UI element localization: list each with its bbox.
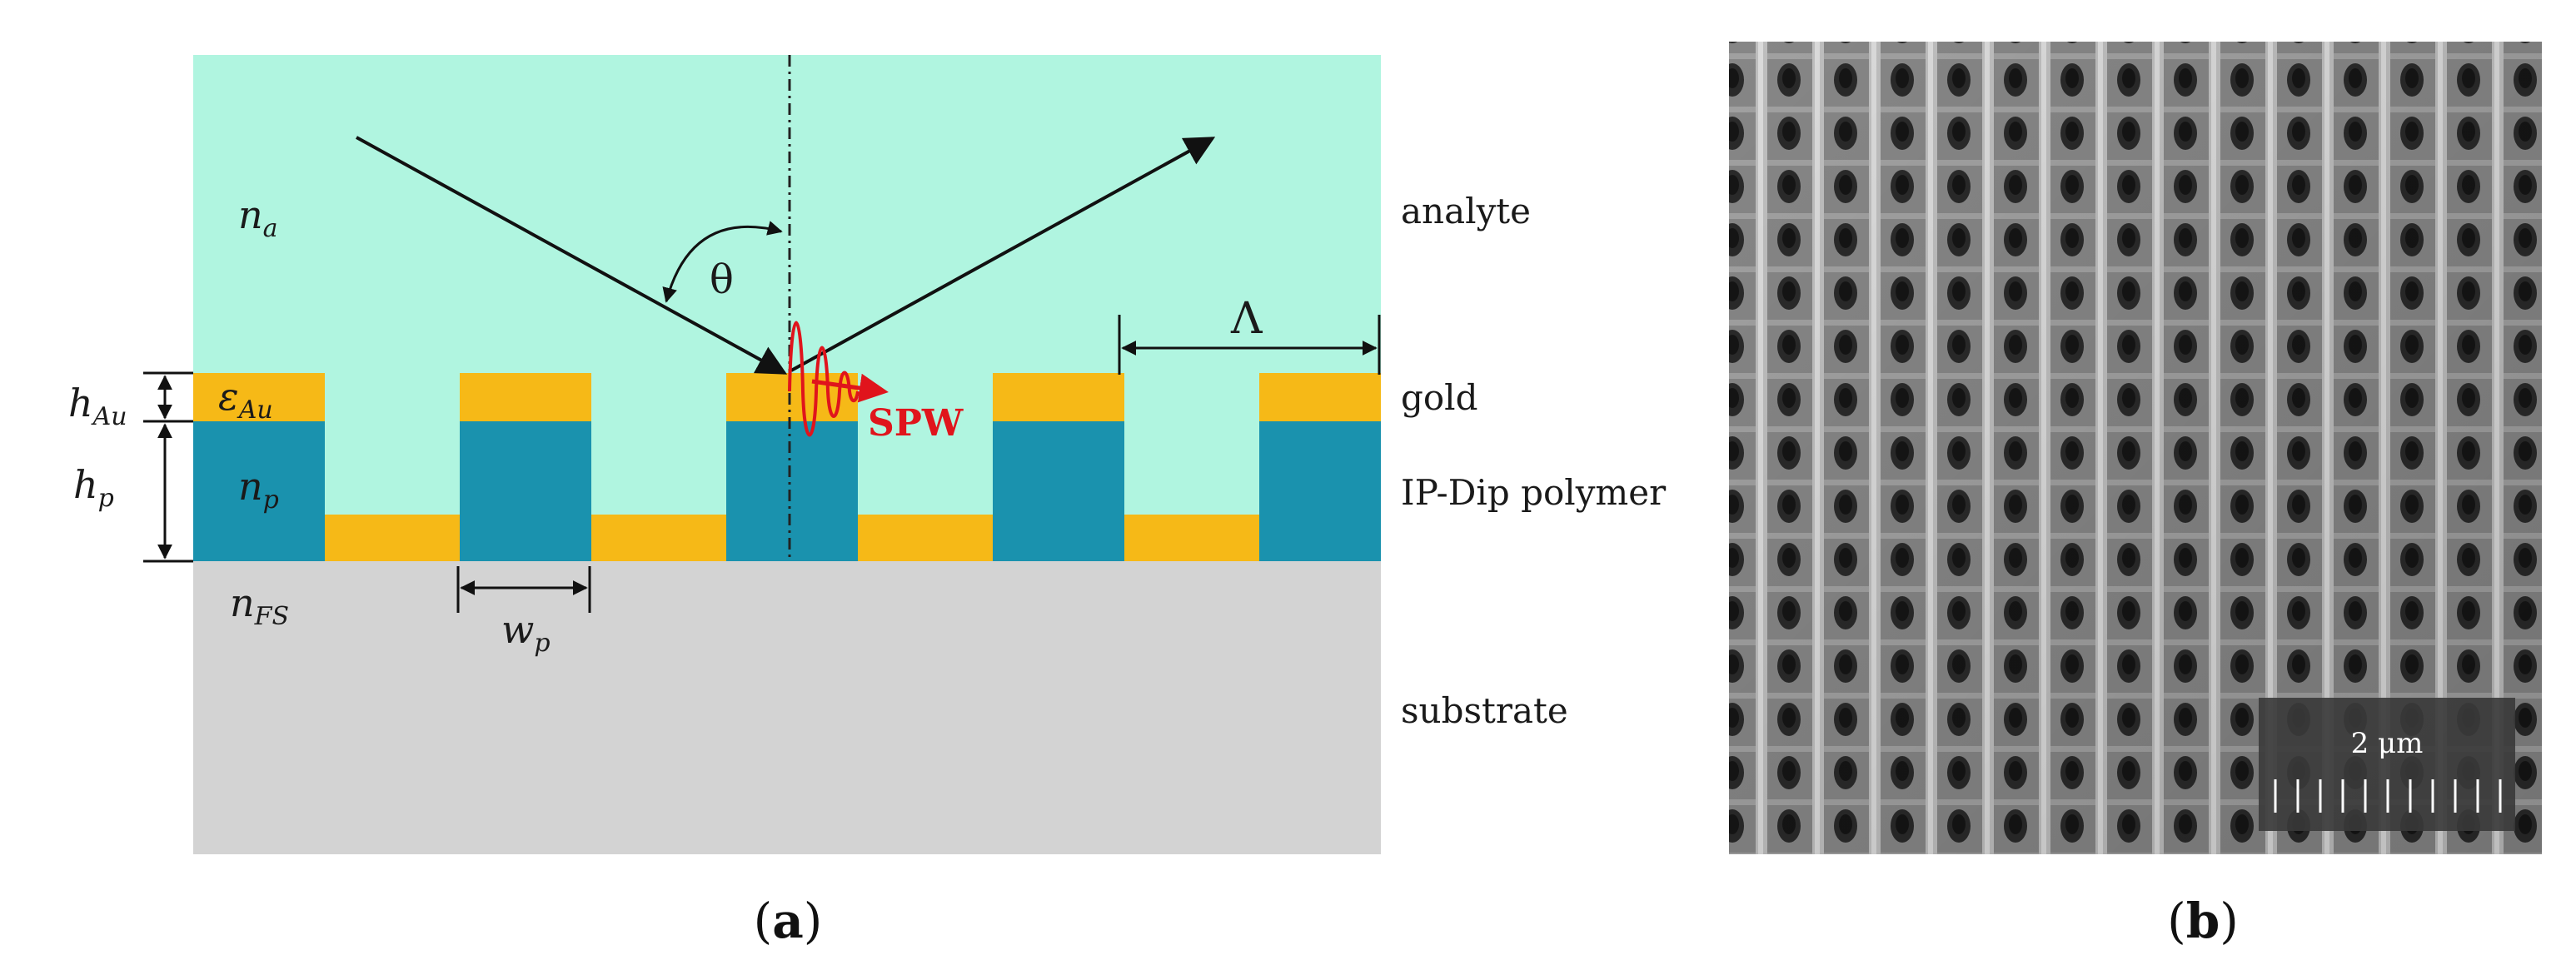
w-p-symbol: wp bbox=[501, 607, 551, 658]
incident-ray bbox=[356, 136, 788, 375]
reflected-ray bbox=[790, 137, 1216, 372]
period-symbol: Λ bbox=[1230, 294, 1263, 344]
n-p-symbol: np bbox=[238, 464, 279, 515]
polymer-pillar bbox=[726, 421, 858, 561]
scale-bar-label: 2 μm bbox=[2351, 727, 2424, 760]
h-p-symbol: hp bbox=[73, 462, 114, 513]
polymer-label: IP-Dip polymer bbox=[1401, 472, 1667, 513]
n-fs-symbol: nFS bbox=[230, 580, 289, 631]
panel-b: 2 μm (b) bbox=[1729, 42, 2542, 949]
panel-a-label: (a) bbox=[754, 893, 823, 949]
gold-floor bbox=[1124, 515, 1259, 561]
spw-arrow bbox=[811, 373, 889, 403]
polymer-pillar bbox=[460, 421, 591, 561]
h-au-symbol: hAu bbox=[68, 381, 127, 431]
grating bbox=[193, 373, 1381, 561]
gold-cap bbox=[193, 373, 325, 421]
substrate-label: substrate bbox=[1401, 690, 1568, 731]
gold-cap bbox=[1259, 373, 1381, 421]
spw-wave bbox=[788, 321, 859, 437]
gold-floor bbox=[858, 515, 993, 561]
eps-au-symbol: εAu bbox=[218, 374, 273, 425]
polymer-pillar bbox=[993, 421, 1124, 561]
gold-label: gold bbox=[1401, 377, 1478, 418]
gold-cap bbox=[993, 373, 1124, 421]
polymer-pillar bbox=[1259, 421, 1381, 561]
angle-arc bbox=[662, 221, 783, 303]
polymer-pillar bbox=[193, 421, 325, 561]
panel-a: θ SPW Λ na εAu np nFS hAu hp wp analyte … bbox=[68, 55, 1667, 949]
substrate-region bbox=[193, 561, 1381, 854]
spw-label: SPW bbox=[868, 402, 964, 445]
gold-floor bbox=[325, 515, 460, 561]
analyte-label: analyte bbox=[1401, 191, 1531, 231]
theta-symbol: θ bbox=[710, 256, 734, 303]
gold-cap bbox=[460, 373, 591, 421]
panel-b-label: (b) bbox=[2167, 893, 2239, 949]
scale-bar-ticks bbox=[2274, 779, 2502, 813]
gold-floor bbox=[591, 515, 726, 561]
n-a-symbol: na bbox=[238, 192, 278, 243]
